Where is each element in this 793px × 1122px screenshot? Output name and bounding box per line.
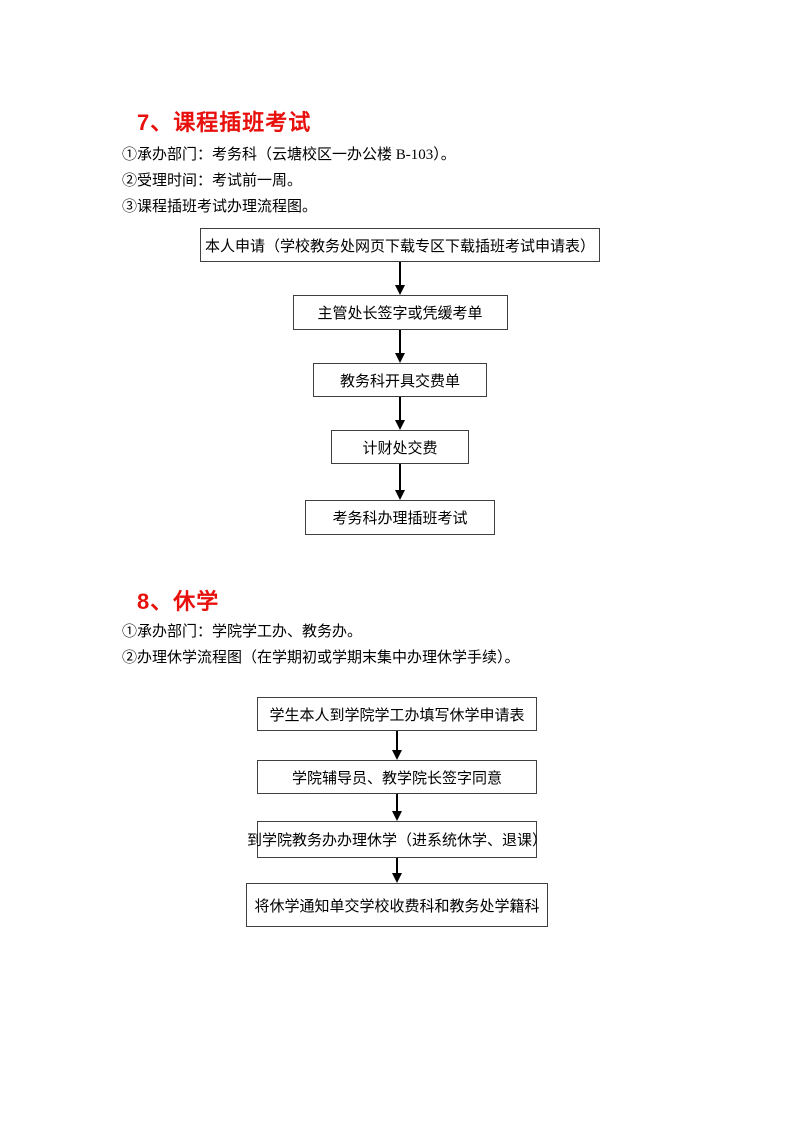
arrow-head [395, 285, 405, 295]
section-7-paragraph-time: ②受理时间：考试前一周。 [122, 173, 303, 189]
flow-step-counselor-sign: 学院辅导员、教学院长签字同意 [257, 760, 537, 794]
section-8-paragraph-flowchart-intro: ②办理休学流程图（在学期初或学期末集中办理休学手续）。 [122, 650, 520, 666]
flow-arrow-down-icon [395, 262, 405, 295]
section-7-heading: 7、课程插班考试 [137, 110, 312, 135]
arrow-shaft [399, 464, 401, 491]
arrow-shaft [396, 858, 398, 874]
flow-arrow-down-icon [395, 397, 405, 430]
section-8-paragraph-department: ①承办部门：学院学工办、教务办。 [122, 624, 363, 640]
flowchart-course-insert-exam: 本人申请（学校教务处网页下载专区下载插班考试申请表） 主管处长签字或凭缓考单 教… [200, 228, 600, 535]
flow-arrow-down-icon [392, 858, 402, 883]
flow-step-fill-form: 学生本人到学院学工办填写休学申请表 [257, 697, 537, 731]
flow-arrow-down-icon [395, 330, 405, 363]
section-7-paragraph-department: ①承办部门：考务科（云塘校区一办公楼 B-103）。 [122, 147, 456, 163]
arrow-head [392, 811, 402, 821]
flow-step-handle-exam: 考务科办理插班考试 [305, 500, 495, 535]
arrow-head [392, 873, 402, 883]
flow-arrow-down-icon [392, 731, 402, 760]
arrow-head [395, 420, 405, 430]
flowchart-suspension: 学生本人到学院学工办填写休学申请表 学院辅导员、教学院长签字同意 到学院教务办办… [246, 697, 548, 927]
flow-step-payment-slip: 教务科开具交费单 [313, 363, 487, 397]
section-7-paragraph-flowchart-intro: ③课程插班考试办理流程图。 [122, 199, 318, 215]
flow-step-submit-notice: 将休学通知单交学校收费科和教务处学籍科 [246, 883, 548, 927]
flow-arrow-down-icon [395, 464, 405, 500]
arrow-shaft [399, 397, 401, 421]
flow-step-director-sign: 主管处长签字或凭缓考单 [292, 295, 508, 330]
section-8-heading: 8、休学 [137, 589, 220, 614]
arrow-shaft [396, 731, 398, 751]
arrow-head [395, 490, 405, 500]
flow-arrow-down-icon [392, 794, 402, 821]
arrow-head [395, 353, 405, 363]
arrow-head [392, 750, 402, 760]
flow-step-apply: 本人申请（学校教务处网页下载专区下载插班考试申请表） [200, 228, 600, 262]
flow-step-pay-fee: 计财处交费 [331, 430, 469, 464]
arrow-shaft [396, 794, 398, 812]
arrow-shaft [399, 262, 401, 286]
flow-step-office-process: 到学院教务办办理休学（进系统休学、退课） [247, 821, 547, 858]
arrow-shaft [399, 330, 401, 354]
